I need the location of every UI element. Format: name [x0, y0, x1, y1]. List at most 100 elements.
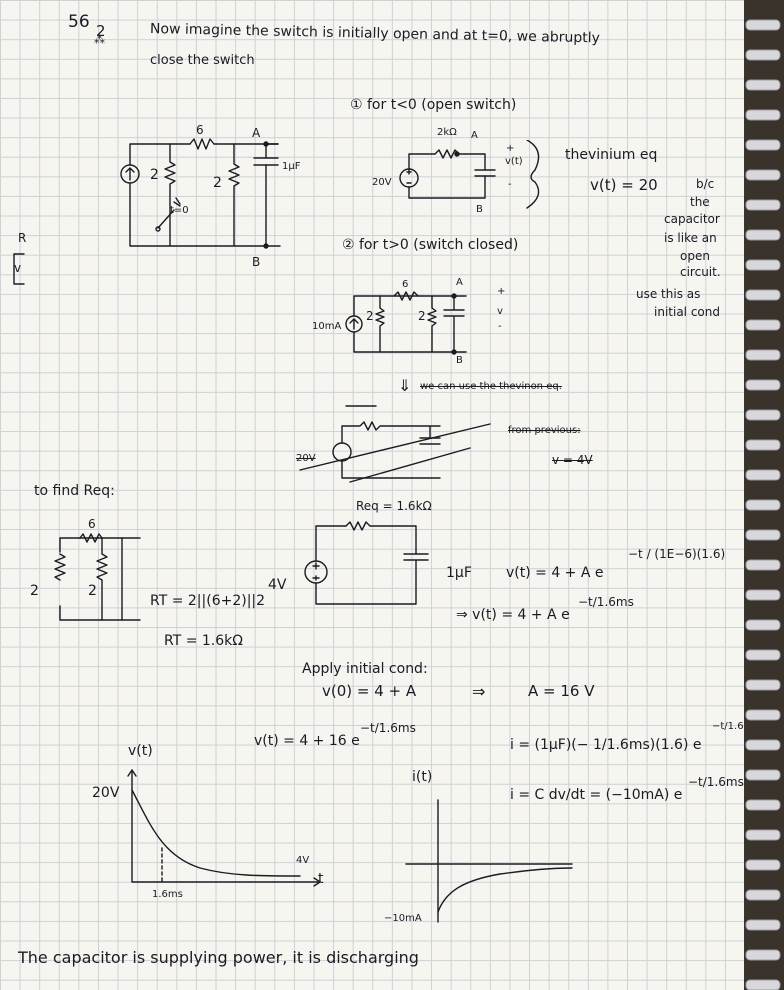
spiral-ring	[745, 349, 781, 361]
part1-node-b: B	[476, 204, 483, 215]
graph-v-plot	[127, 769, 321, 887]
main-node-a: A	[252, 126, 261, 140]
equiv-vt2-equation: ⇒ v(t) = 4 + A e	[456, 607, 570, 623]
graph-i-y-value: −10mA	[384, 913, 422, 924]
spiral-ring	[745, 559, 781, 571]
current-i1-exponent: −t/1.6ms	[712, 721, 759, 732]
spiral-ring	[745, 829, 781, 841]
spiral-ring	[745, 379, 781, 391]
crossed-from-previous: from previous:	[508, 425, 581, 436]
conclusion-text: The capacitor is supplying power, it is …	[18, 948, 419, 967]
graph-v-asymptote: 4V	[296, 855, 310, 866]
part1-note-3: capacitor	[664, 212, 720, 226]
part1-heading: ① for t<0 (open switch)	[350, 97, 517, 113]
spiral-ring	[745, 19, 781, 31]
part1-node-a: A	[471, 130, 478, 141]
initial-a-result: A = 16 V	[528, 682, 595, 700]
spiral-ring	[745, 859, 781, 871]
spiral-ring	[745, 79, 781, 91]
req-rt-result: RT = 1.6kΩ	[164, 633, 243, 649]
crossed-source-label: 20V	[296, 453, 316, 464]
graph-i-plot	[405, 799, 573, 923]
part1-plus: +	[506, 143, 515, 154]
main-switch-label: t=0	[170, 205, 189, 216]
spiral-ring	[745, 919, 781, 931]
equiv-req-label: Req = 1.6kΩ	[356, 499, 432, 513]
spiral-ring	[745, 649, 781, 661]
spiral-binding	[744, 0, 784, 990]
spiral-ring	[745, 289, 781, 301]
spiral-ring	[745, 619, 781, 631]
graph-v-ylabel: v(t)	[128, 743, 153, 759]
graph-v-xlabel: t	[318, 871, 324, 887]
part2-r-mid-label: 2	[418, 309, 426, 323]
part2-r-left-label: 2	[366, 309, 374, 323]
main-node-b: B	[252, 255, 261, 269]
notebook-page: 56 2 ⁂ Now imagine the switch is initial…	[0, 0, 759, 990]
margin-bracket	[13, 253, 25, 285]
spiral-ring	[745, 229, 781, 241]
resistor-6-symbol	[189, 138, 215, 150]
problem-marker-star: ⁂	[94, 33, 105, 46]
down-arrow-icon: ⇓	[398, 376, 412, 395]
i-decay-curve	[437, 867, 573, 913]
equiv-circuit-diagram	[304, 521, 429, 605]
crossed-v-equation: v = 4V	[552, 453, 593, 467]
crossed-circuit-diagram	[299, 405, 491, 483]
spiral-ring	[745, 259, 781, 271]
part1-v-label: v(t)	[505, 156, 523, 167]
spiral-ring	[745, 529, 781, 541]
margin-v-label: v	[14, 261, 22, 275]
main-r-left-label: 2	[150, 167, 159, 183]
initial-heading: Apply initial cond:	[302, 661, 428, 677]
crossed-arrow-note: we can use the thevinon eq.	[420, 381, 562, 392]
current-i2-exponent: −t/1.6ms	[688, 775, 744, 789]
equiv-vt-exponent: −t / (1E−6)(1.6)	[628, 547, 726, 561]
req-heading: to find Req:	[34, 483, 115, 499]
spiral-ring	[745, 109, 781, 121]
part2-r-top-label: 6	[402, 279, 409, 290]
page-number: 56	[68, 12, 90, 32]
spiral-ring	[745, 469, 781, 481]
graph-v-x-tick: 1.6ms	[152, 889, 183, 900]
equiv-vt-equation: v(t) = 4 + A e	[506, 565, 604, 581]
part2-node-a: A	[456, 277, 463, 288]
part1-note-1: b/c	[696, 177, 715, 191]
problem-statement-line2: close the switch	[150, 53, 255, 68]
spiral-ring	[745, 139, 781, 151]
part2-source-label: 10mA	[312, 321, 342, 332]
spiral-ring	[745, 499, 781, 511]
req-rt-equation: RT = 2||(6+2)||2	[150, 593, 266, 609]
current-i1-equation: i = (1μF)(− 1/1.6ms)(1.6) e	[510, 737, 702, 753]
margin-r-label: R	[18, 231, 27, 245]
spiral-ring	[745, 49, 781, 61]
final-vt-exponent: −t/1.6ms	[360, 721, 416, 735]
spiral-ring	[745, 769, 781, 781]
spiral-ring	[745, 979, 781, 990]
equiv-source-label: 4V	[268, 577, 287, 593]
part1-minus: -	[508, 179, 512, 190]
part1-note-5: open	[680, 249, 710, 263]
problem-marker: 2	[96, 22, 106, 40]
graph-i-ylabel: i(t)	[412, 769, 433, 785]
req-r-left-label: 2	[30, 583, 39, 599]
spiral-ring	[745, 739, 781, 751]
spiral-ring	[745, 799, 781, 811]
part2-circuit-diagram	[345, 291, 467, 355]
spiral-ring	[745, 589, 781, 601]
spiral-ring	[745, 199, 781, 211]
part2-heading: ② for t>0 (switch closed)	[342, 237, 519, 253]
use-note-2: initial cond	[654, 305, 720, 319]
equiv-cap-label: 1μF	[446, 565, 472, 581]
part2-plus: +	[497, 286, 506, 297]
spiral-ring	[745, 319, 781, 331]
spiral-ring	[745, 409, 781, 421]
req-r-mid-label: 2	[88, 583, 97, 599]
part1-thevenin: thevinium eq	[565, 147, 658, 163]
part1-note-6: circuit.	[680, 265, 721, 279]
initial-arrow: ⇒	[472, 682, 486, 701]
part1-note-2: the	[690, 195, 710, 209]
current-i2-equation: i = C dv/dt = (−10mA) e	[510, 787, 683, 803]
final-vt-equation: v(t) = 4 + 16 e	[254, 733, 360, 749]
main-r-mid-label: 2	[213, 175, 222, 191]
